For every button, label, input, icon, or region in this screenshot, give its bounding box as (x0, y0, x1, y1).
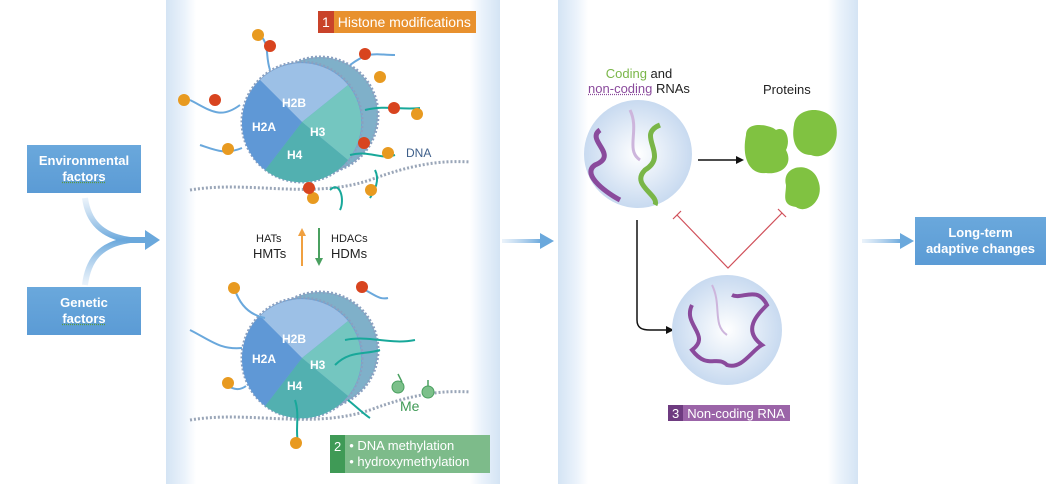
environmental-factors-line1: Environmental (38, 153, 130, 168)
methylation-tag-number: 2 (330, 435, 346, 473)
hmts-label: HMTs (253, 246, 287, 261)
histone-h2a-label-bottom: H2A (252, 352, 277, 366)
output-line2: adaptive changes (925, 241, 1036, 256)
panel-rna-left-edge (558, 0, 588, 484)
proteins-icon (744, 110, 837, 210)
methyl-me-label: Me (400, 398, 420, 414)
histone-h3-label: H3 (310, 125, 326, 139)
down-arrow-icon (315, 228, 323, 266)
rna-title-coding: Coding (605, 66, 647, 81)
panel-rna-right-edge (828, 0, 858, 484)
histone-tag-label: Histone modifications (333, 11, 476, 33)
output-line1: Long-term (948, 225, 1013, 240)
histone-h2b-label-bottom: H2B (282, 332, 307, 346)
dna-methylation-tag: 2 • DNA methylation • hydroxymethylation (330, 435, 491, 473)
genetic-factors-line2: factors (62, 311, 106, 326)
environmental-factors-box: Environmental factors (27, 145, 141, 193)
rna-tag-label: Non-coding RNA (683, 405, 790, 421)
hdms-label: HDMs (331, 246, 368, 261)
methylation-tag-items: • DNA methylation • hydroxymethylation (345, 435, 491, 473)
methylation-item-hydroxy: • hydroxymethylation (349, 454, 470, 469)
inhibition-lines-icon (672, 208, 787, 269)
rna-to-protein-arrow-icon (698, 156, 744, 164)
histone-h3-label-bottom: H3 (310, 358, 326, 372)
up-arrow-icon (298, 228, 306, 266)
panel-histone-right-edge (470, 0, 500, 484)
rna-title-noncoding: non-coding (588, 81, 653, 96)
hdacs-label: HDACs (331, 233, 368, 245)
nucleosome-acetylated-icon (178, 29, 471, 211)
proteins-label: Proteins (763, 82, 811, 97)
dna-label: DNA (406, 146, 432, 160)
coding-rna-sphere-icon (584, 100, 692, 208)
rna-title: Coding and non-coding RNAs (583, 66, 695, 96)
hats-label: HATs (256, 233, 282, 245)
genetic-factors-box: Genetic factors (27, 287, 141, 335)
histone-h2a-label: H2A (252, 120, 277, 134)
noncoding-rna-sphere-icon (672, 275, 782, 385)
merge-arrow-icon (82, 197, 160, 286)
long-term-adaptive-changes-box: Long-term adaptive changes (915, 217, 1046, 265)
noncoding-rna-tag: 3 Non-coding RNA (668, 405, 790, 421)
environmental-factors-line2: factors (62, 169, 106, 184)
output-arrow-icon (862, 233, 914, 249)
rna-to-noncoding-arrow-icon (636, 220, 674, 334)
histone-h4-label-bottom: H4 (287, 379, 303, 393)
panel-histone-left-edge (166, 0, 196, 484)
histone-h4-label: H4 (287, 148, 303, 162)
rna-title-and: and (646, 66, 673, 81)
nucleosome-methylated-icon (189, 281, 471, 449)
rna-title-rnas: RNAs (652, 81, 690, 96)
genetic-factors-line1: Genetic (60, 295, 108, 310)
middle-arrow-icon (502, 233, 554, 249)
rna-tag-number: 3 (668, 405, 684, 421)
histone-tag-number: 1 (318, 11, 334, 33)
histone-modifications-tag: 1 Histone modifications (318, 11, 476, 33)
histone-h2b-label: H2B (282, 96, 307, 110)
methylation-item-dna: • DNA methylation (349, 438, 455, 453)
